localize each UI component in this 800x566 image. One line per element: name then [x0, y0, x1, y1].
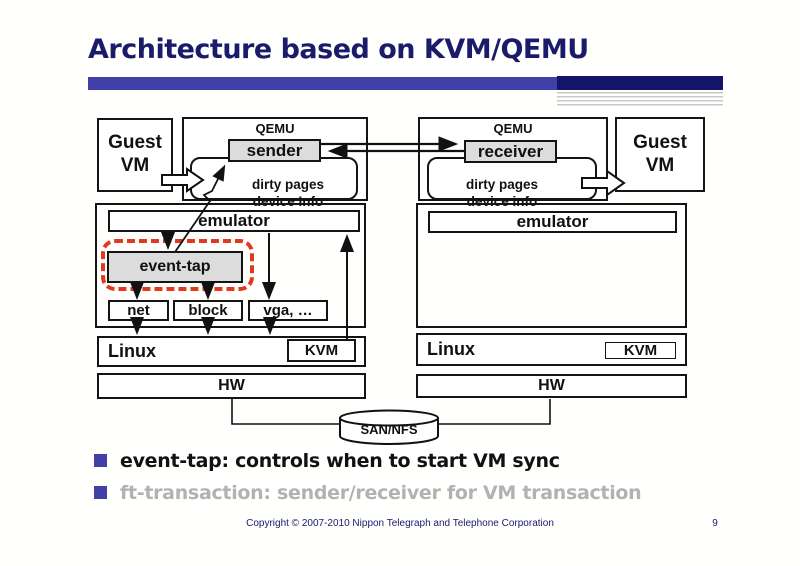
event-tap-box: event-tap	[107, 251, 243, 283]
kvm-label-right: KVM	[623, 342, 658, 359]
receiver-label: receiver	[477, 141, 544, 161]
guest-vm-box-left: Guest VM	[97, 118, 173, 192]
net-box: net	[108, 300, 169, 321]
emulator-box-left: emulator	[108, 210, 360, 232]
emulator-label-left: emulator	[198, 211, 270, 230]
san-nfs-label: SAN/NFS	[360, 422, 418, 437]
qemu-lower-box-left	[95, 203, 366, 328]
linux-label-right: Linux	[427, 339, 475, 359]
dirty-pages-box-right: dirty pages device info	[427, 157, 597, 209]
bullet-square-icon	[94, 454, 107, 467]
bullet-square-icon	[94, 486, 107, 499]
page-number: 9	[712, 518, 718, 529]
qemu-label-right: QEMU	[493, 121, 533, 136]
hw-label-left: HW	[218, 377, 245, 394]
bullet-event-tap-text: event-tap: controls when to start VM syn…	[120, 450, 560, 472]
block-box: block	[173, 300, 243, 321]
guest-vm-label-left: Guest VM	[108, 132, 162, 176]
device-info-line-right: device info	[466, 193, 538, 209]
vga-label: vga, …	[263, 302, 313, 319]
decorative-stripes	[557, 92, 723, 108]
hw-left-to-san-line	[231, 399, 342, 425]
copyright-text: Copyright © 2007-2010 Nippon Telegraph a…	[246, 518, 554, 529]
device-info-line-left: device Info	[252, 193, 324, 209]
hw-box-right: HW	[416, 374, 687, 398]
kvm-label-left: KVM	[304, 342, 339, 359]
receiver-box: receiver	[464, 140, 557, 163]
title-underline-bar-dark	[557, 76, 723, 90]
event-tap-label: event-tap	[139, 258, 211, 275]
dirty-pages-line-right: dirty pages	[465, 177, 539, 192]
san-to-hw-right-line	[436, 399, 551, 425]
sender-box: sender	[228, 139, 321, 162]
sender-label: sender	[246, 140, 303, 160]
block-label: block	[188, 302, 228, 319]
emulator-box-right: emulator	[428, 211, 677, 233]
title-underline-bar	[88, 77, 557, 90]
bullet-ft-transaction-text: ft-transaction: sender/receiver for VM t…	[120, 482, 642, 504]
guest-vm-box-right: Guest VM	[615, 117, 705, 192]
guest-vm-label-right: Guest VM	[633, 131, 687, 176]
dirty-pages-line-left: dirty pages	[251, 177, 325, 192]
kvm-box-left: KVM	[287, 339, 356, 362]
hw-box-left: HW	[97, 373, 366, 399]
kvm-box-right: KVM	[605, 342, 676, 359]
bullet-event-tap: event-tap: controls when to start VM syn…	[94, 450, 560, 472]
qemu-label-left: QEMU	[255, 121, 295, 136]
hw-label-right: HW	[538, 377, 565, 394]
qemu-lower-box-right	[416, 203, 687, 328]
linux-label-left: Linux	[108, 341, 156, 361]
vga-box: vga, …	[248, 300, 328, 321]
bullet-ft-transaction: ft-transaction: sender/receiver for VM t…	[94, 482, 642, 504]
dirty-pages-box-left: dirty pages device Info	[190, 157, 358, 209]
linux-box-right: Linux	[416, 333, 687, 366]
net-label: net	[127, 302, 150, 319]
slide-title: Architecture based on KVM/QEMU	[88, 34, 589, 65]
emulator-label-right: emulator	[516, 212, 589, 231]
